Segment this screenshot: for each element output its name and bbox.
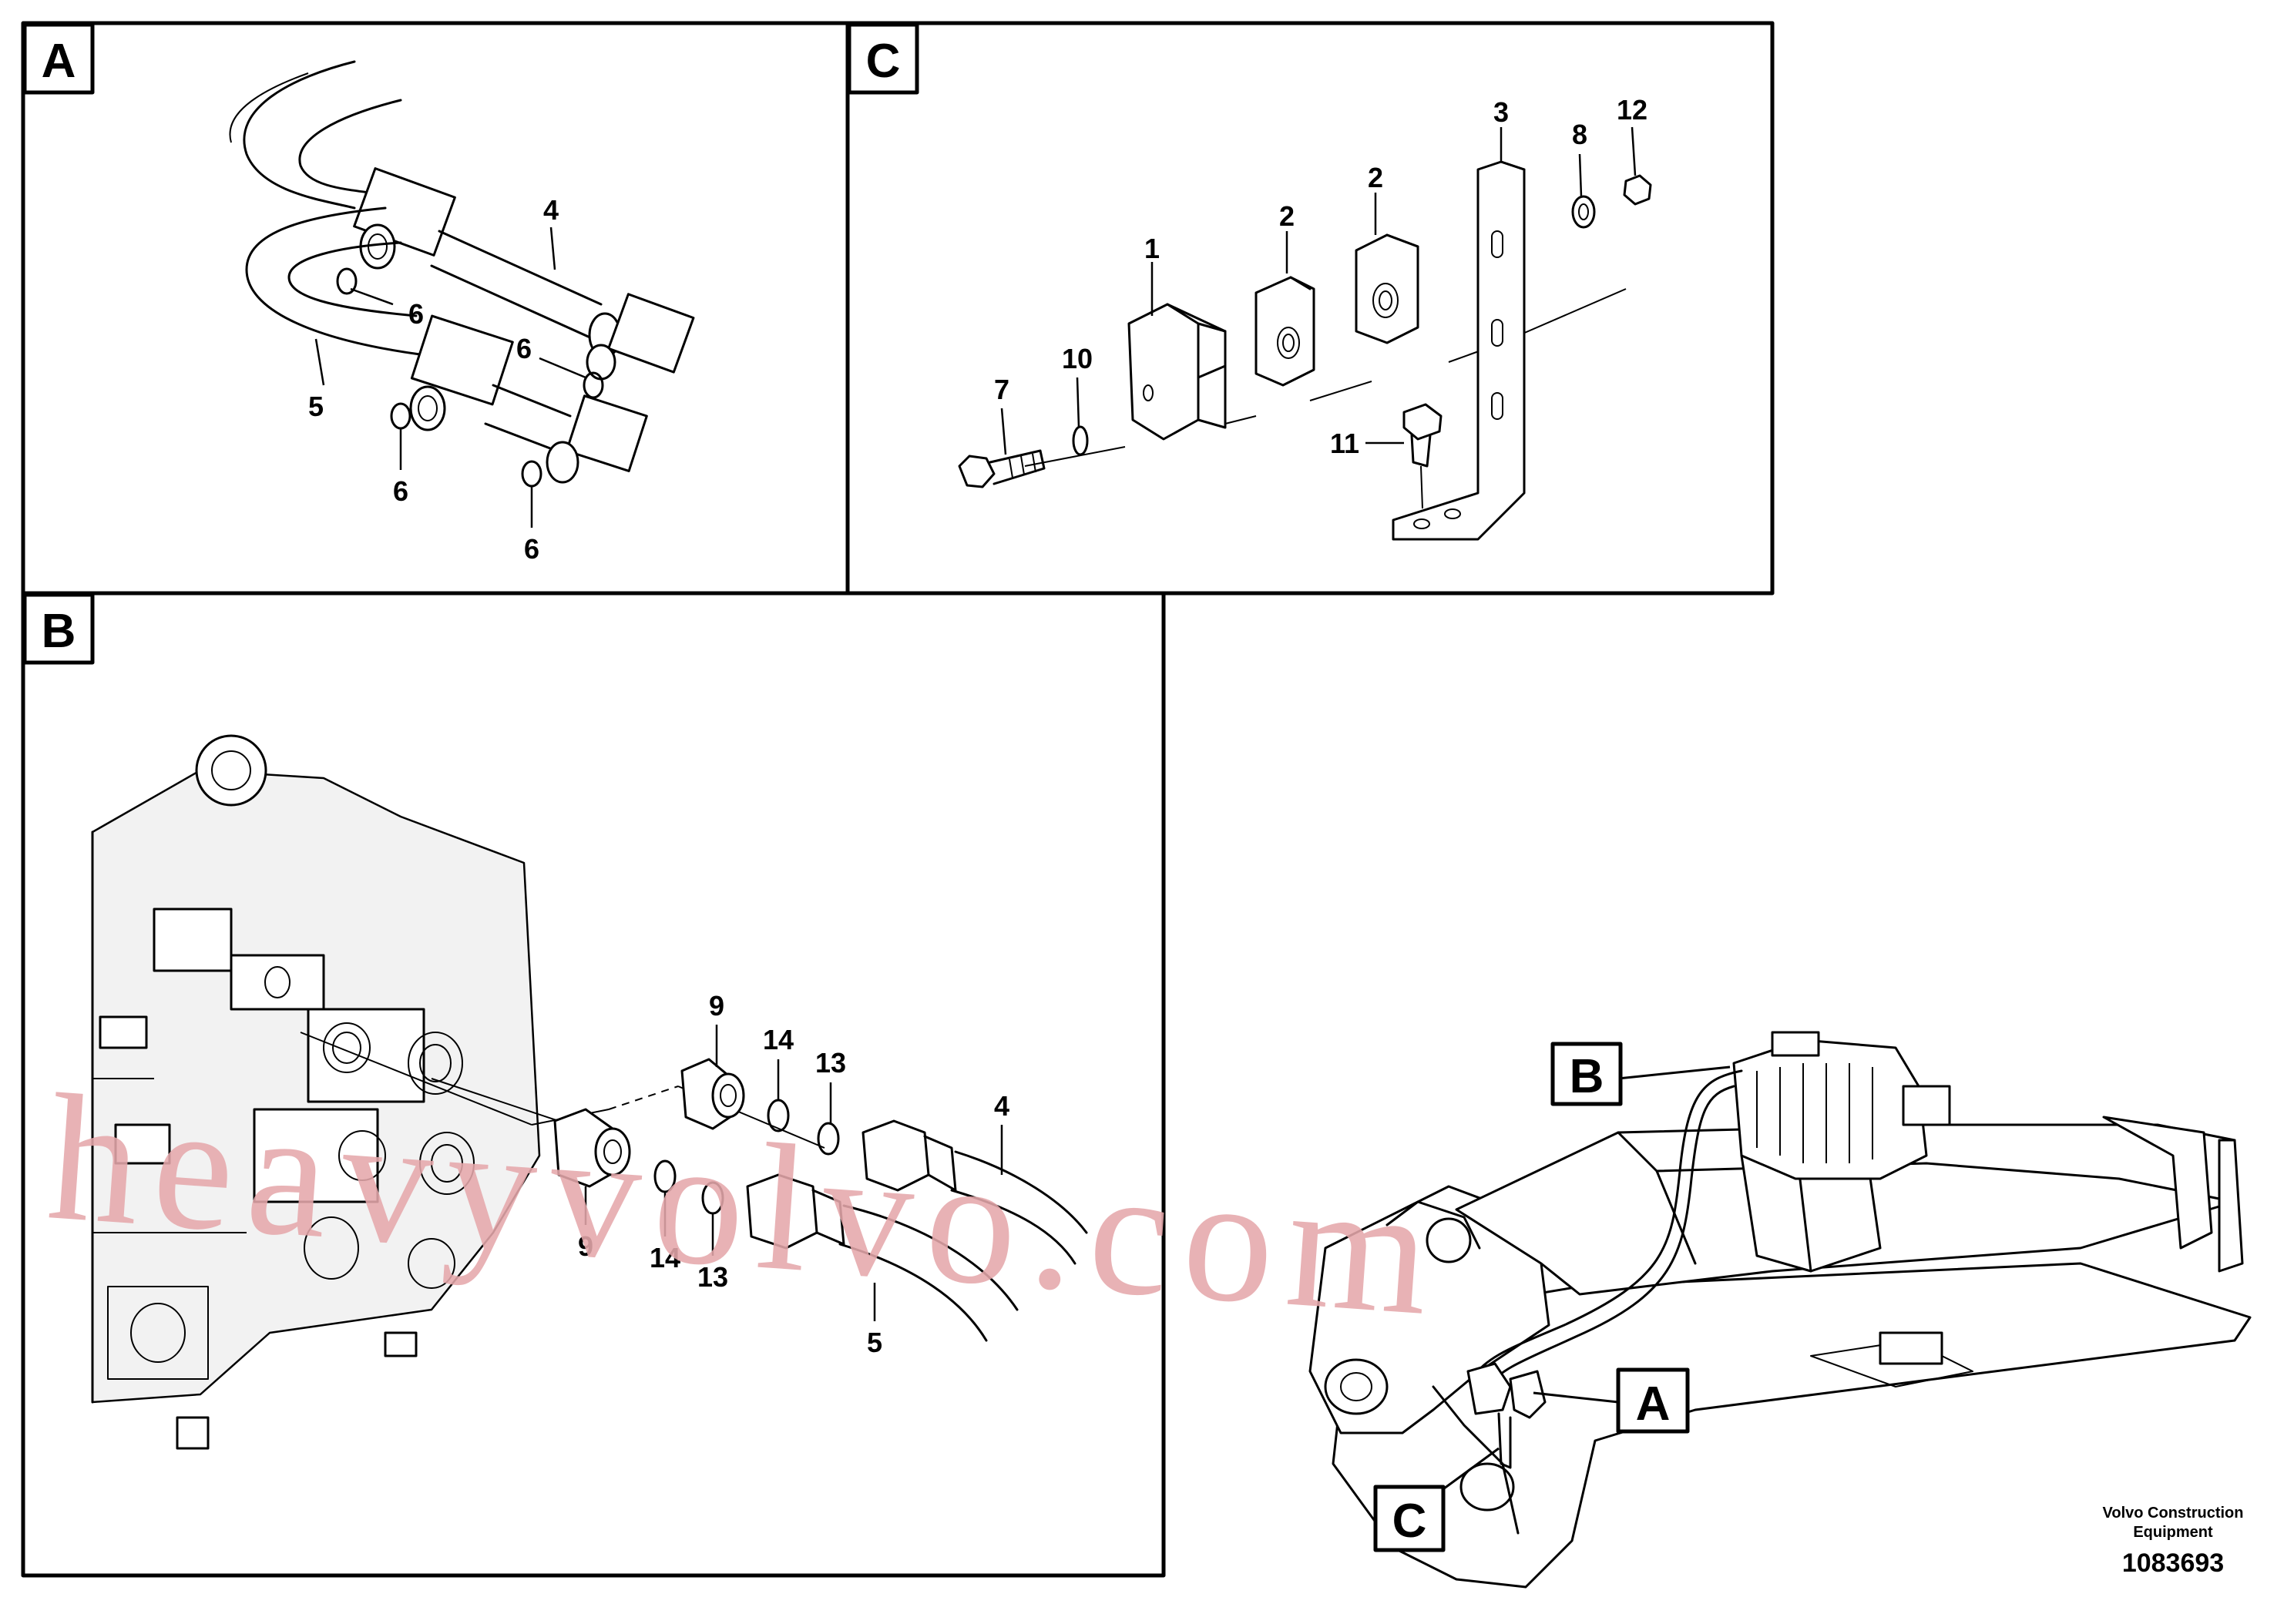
callout-b-box bbox=[1550, 1042, 1623, 1106]
label-b-4: 4 bbox=[994, 1090, 1009, 1122]
bracket-3 bbox=[1392, 160, 1526, 541]
label-c-12: 12 bbox=[1617, 94, 1647, 126]
washer-10 bbox=[1072, 425, 1089, 456]
panel-b-letter-box bbox=[22, 592, 95, 665]
leaders-c bbox=[1000, 126, 1637, 455]
callout-a: A bbox=[1636, 1377, 1671, 1431]
footer: Volvo Construction Equipment 1083693 bbox=[2103, 1505, 2244, 1578]
label-c-1: 1 bbox=[1144, 233, 1160, 264]
company-name-line1: Volvo Construction bbox=[2103, 1505, 2244, 1522]
label-a-6-upper: 6 bbox=[408, 298, 424, 330]
panel-a: A bbox=[22, 22, 695, 565]
label-b-13-upper: 13 bbox=[815, 1047, 846, 1079]
label-b-14-upper: 14 bbox=[763, 1024, 794, 1055]
clamp-2-front bbox=[1254, 276, 1315, 387]
label-a-6-lower: 6 bbox=[393, 475, 408, 507]
panel-c: C bbox=[847, 22, 1652, 541]
o-rings-a bbox=[336, 267, 604, 488]
label-a-4: 4 bbox=[543, 194, 559, 226]
label-c-8: 8 bbox=[1572, 119, 1587, 150]
hose-5-drawing bbox=[245, 206, 648, 484]
callout-b: B bbox=[1570, 1050, 1604, 1103]
callout-c: C bbox=[1392, 1495, 1427, 1548]
label-b-5: 5 bbox=[867, 1327, 882, 1358]
leaders-a bbox=[314, 226, 586, 528]
leaders-b bbox=[584, 1025, 1003, 1321]
label-c-11: 11 bbox=[1330, 428, 1359, 459]
label-c-2-back: 2 bbox=[1368, 162, 1383, 193]
label-c-3: 3 bbox=[1493, 96, 1509, 128]
label-a-5: 5 bbox=[308, 391, 324, 422]
control-valve-block bbox=[91, 734, 541, 1450]
panel-c-letter: C bbox=[866, 35, 901, 88]
label-b-9-lower: 9 bbox=[578, 1230, 593, 1262]
company-name-line2: Equipment bbox=[2133, 1524, 2213, 1541]
label-b-9-upper: 9 bbox=[709, 990, 724, 1022]
panel-a-letter-box bbox=[22, 22, 95, 95]
label-c-7: 7 bbox=[994, 374, 1009, 405]
washer-8 bbox=[1571, 195, 1596, 229]
clamp-1 bbox=[1127, 303, 1227, 441]
bolt-7 bbox=[958, 449, 1046, 488]
label-a-6-right: 6 bbox=[516, 333, 532, 364]
panel-frames bbox=[21, 21, 1775, 1578]
label-c-2-front: 2 bbox=[1279, 200, 1295, 232]
panel-b-letter: B bbox=[42, 605, 76, 658]
label-b-13-lower: 13 bbox=[697, 1261, 728, 1293]
overview-machine bbox=[1308, 1031, 2252, 1589]
overview-callouts: B A C bbox=[1373, 1042, 1731, 1552]
hose-4-drawing bbox=[229, 60, 695, 381]
panel-c-letter-box bbox=[847, 22, 919, 95]
callout-a-box bbox=[1616, 1367, 1690, 1434]
panel-b: B bbox=[22, 592, 1088, 1450]
bolt-11 bbox=[1402, 403, 1443, 509]
fitting-chain-5 bbox=[553, 1108, 1019, 1342]
clamp-2-back bbox=[1355, 233, 1419, 344]
document-number: 1083693 bbox=[2122, 1549, 2224, 1578]
label-c-10: 10 bbox=[1062, 343, 1093, 374]
callout-c-box bbox=[1373, 1485, 1446, 1552]
nut-12 bbox=[1623, 174, 1652, 206]
label-a-6-bottom: 6 bbox=[524, 533, 539, 565]
panel-a-letter: A bbox=[42, 35, 76, 88]
label-b-14-lower: 14 bbox=[650, 1242, 680, 1273]
